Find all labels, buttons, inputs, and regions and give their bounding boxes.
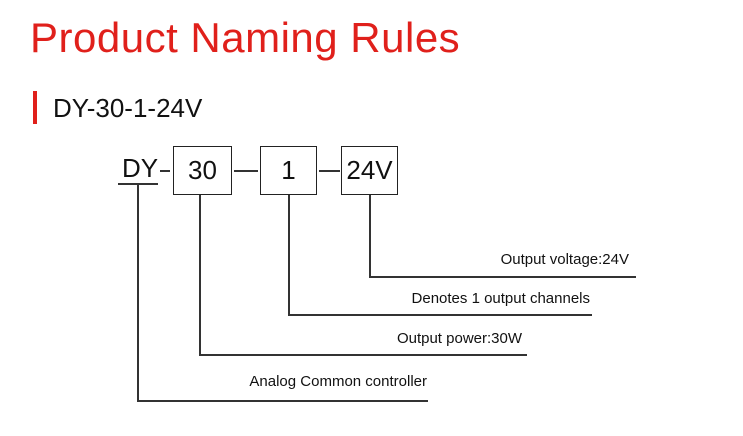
leader-power-vertical xyxy=(199,195,201,355)
leader-channels-vertical xyxy=(288,195,290,315)
leader-power-horizontal xyxy=(199,354,527,356)
prefix-code: DY xyxy=(122,153,159,183)
page-title: Product Naming Rules xyxy=(30,14,461,61)
label-output-channels: Denotes 1 output channels xyxy=(411,290,590,307)
connector-prefix-30 xyxy=(160,170,170,172)
segment-box-channels: 1 xyxy=(260,146,317,195)
model-code: DY-30-1-24V xyxy=(53,93,203,123)
prefix-underline xyxy=(118,183,158,185)
segment-box-power: 30 xyxy=(173,146,232,195)
leader-controller-horizontal xyxy=(137,400,428,402)
segment-box-voltage: 24V xyxy=(341,146,398,195)
label-controller-type: Analog Common controller xyxy=(249,373,427,390)
leader-controller-vertical xyxy=(137,184,139,401)
leader-voltage-horizontal xyxy=(369,276,636,278)
label-output-power: Output power:30W xyxy=(396,330,522,347)
leader-channels-horizontal xyxy=(288,314,592,316)
connector-1-24v xyxy=(319,170,340,172)
connector-30-1 xyxy=(234,170,258,172)
label-output-voltage: Output voltage:24V xyxy=(500,251,629,268)
leader-voltage-vertical xyxy=(369,195,371,277)
section-accent-bar xyxy=(33,91,37,124)
